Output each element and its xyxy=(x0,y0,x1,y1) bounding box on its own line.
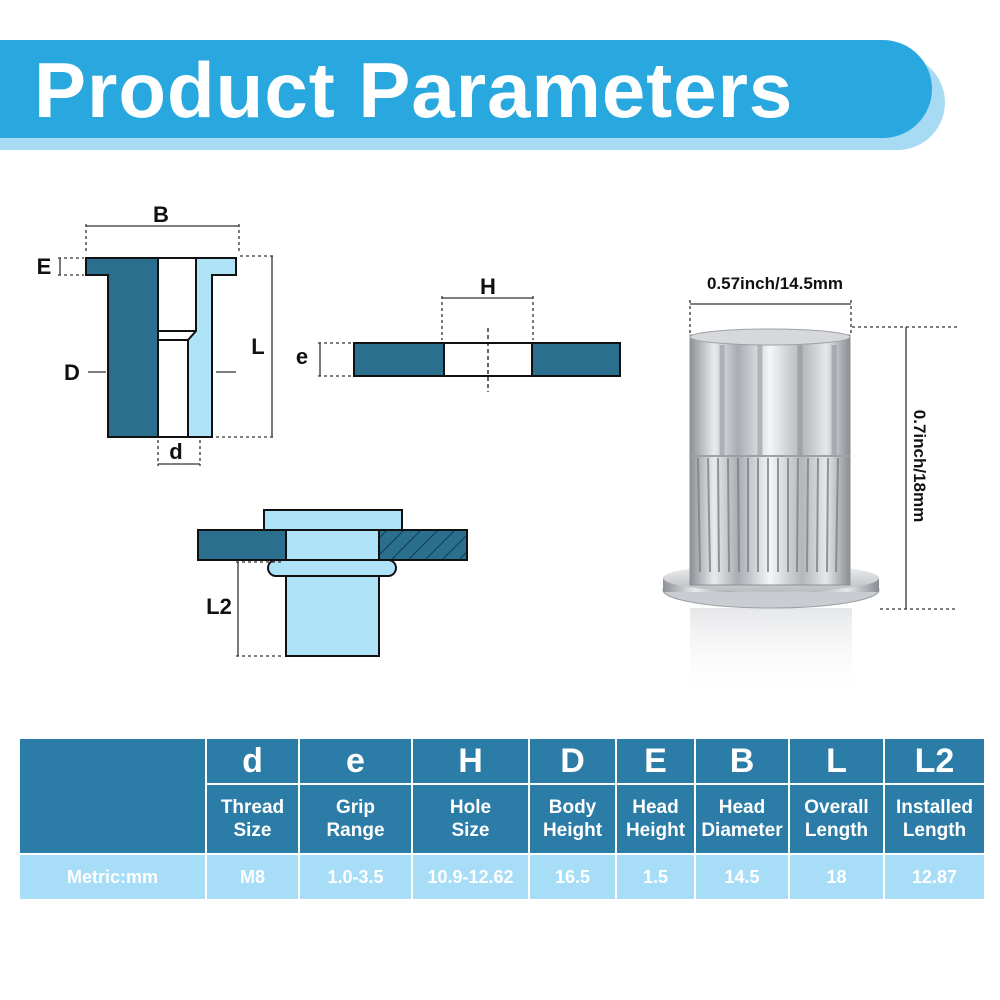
technical-diagram: B E D L d H e L2 xyxy=(37,202,958,698)
rivet-nut-photo xyxy=(662,328,880,698)
value-cell: 14.5 xyxy=(694,853,790,901)
symbol-cell: e xyxy=(298,737,413,785)
label-d: d xyxy=(169,439,182,464)
value-cell: 16.5 xyxy=(528,853,617,901)
label-H: H xyxy=(480,274,496,299)
photo-width-label: 0.57inch/14.5mm xyxy=(707,274,843,293)
symbol-cell: D xyxy=(528,737,617,785)
value-cell: 1.5 xyxy=(615,853,696,901)
rivet-nut-cross-section xyxy=(85,257,237,438)
label-L2: L2 xyxy=(206,594,232,619)
label-L: L xyxy=(251,334,264,359)
installed-section xyxy=(197,509,468,657)
symbol-cell: d xyxy=(205,737,300,785)
value-cell: 1.0-3.5 xyxy=(298,853,413,901)
table-corner-cell xyxy=(18,737,206,855)
symbol-cell: L2 xyxy=(883,737,986,785)
table-value-row: Metric:mm M8 1.0-3.5 10.9-12.62 16.5 1.5… xyxy=(18,853,986,901)
label-e: e xyxy=(296,344,308,369)
table-symbol-row: d e H D E B L L2 xyxy=(18,737,986,855)
row-label-cell: Metric:mm xyxy=(18,853,207,901)
photo-height-label: 0.7inch/18mm xyxy=(910,410,929,522)
label-B: B xyxy=(153,202,169,227)
plate-hole-section xyxy=(353,328,621,392)
title-banner: Product Parameters xyxy=(0,40,932,138)
page-title: Product Parameters xyxy=(34,46,794,134)
installed-dimension-lines xyxy=(236,561,284,657)
symbol-cell: H xyxy=(411,737,530,785)
value-cell: 10.9-12.62 xyxy=(411,853,530,901)
dimension-lines xyxy=(58,224,274,466)
photo-dimension-lines xyxy=(689,300,958,610)
label-D: D xyxy=(64,360,80,385)
symbol-cell: L xyxy=(788,737,885,785)
plate-dimension-lines xyxy=(318,296,534,377)
value-cell: M8 xyxy=(205,853,300,901)
symbol-cell: B xyxy=(694,737,790,785)
value-cell: 12.87 xyxy=(883,853,986,901)
symbol-cell: E xyxy=(615,737,696,785)
label-E: E xyxy=(37,254,52,279)
value-cell: 18 xyxy=(788,853,885,901)
